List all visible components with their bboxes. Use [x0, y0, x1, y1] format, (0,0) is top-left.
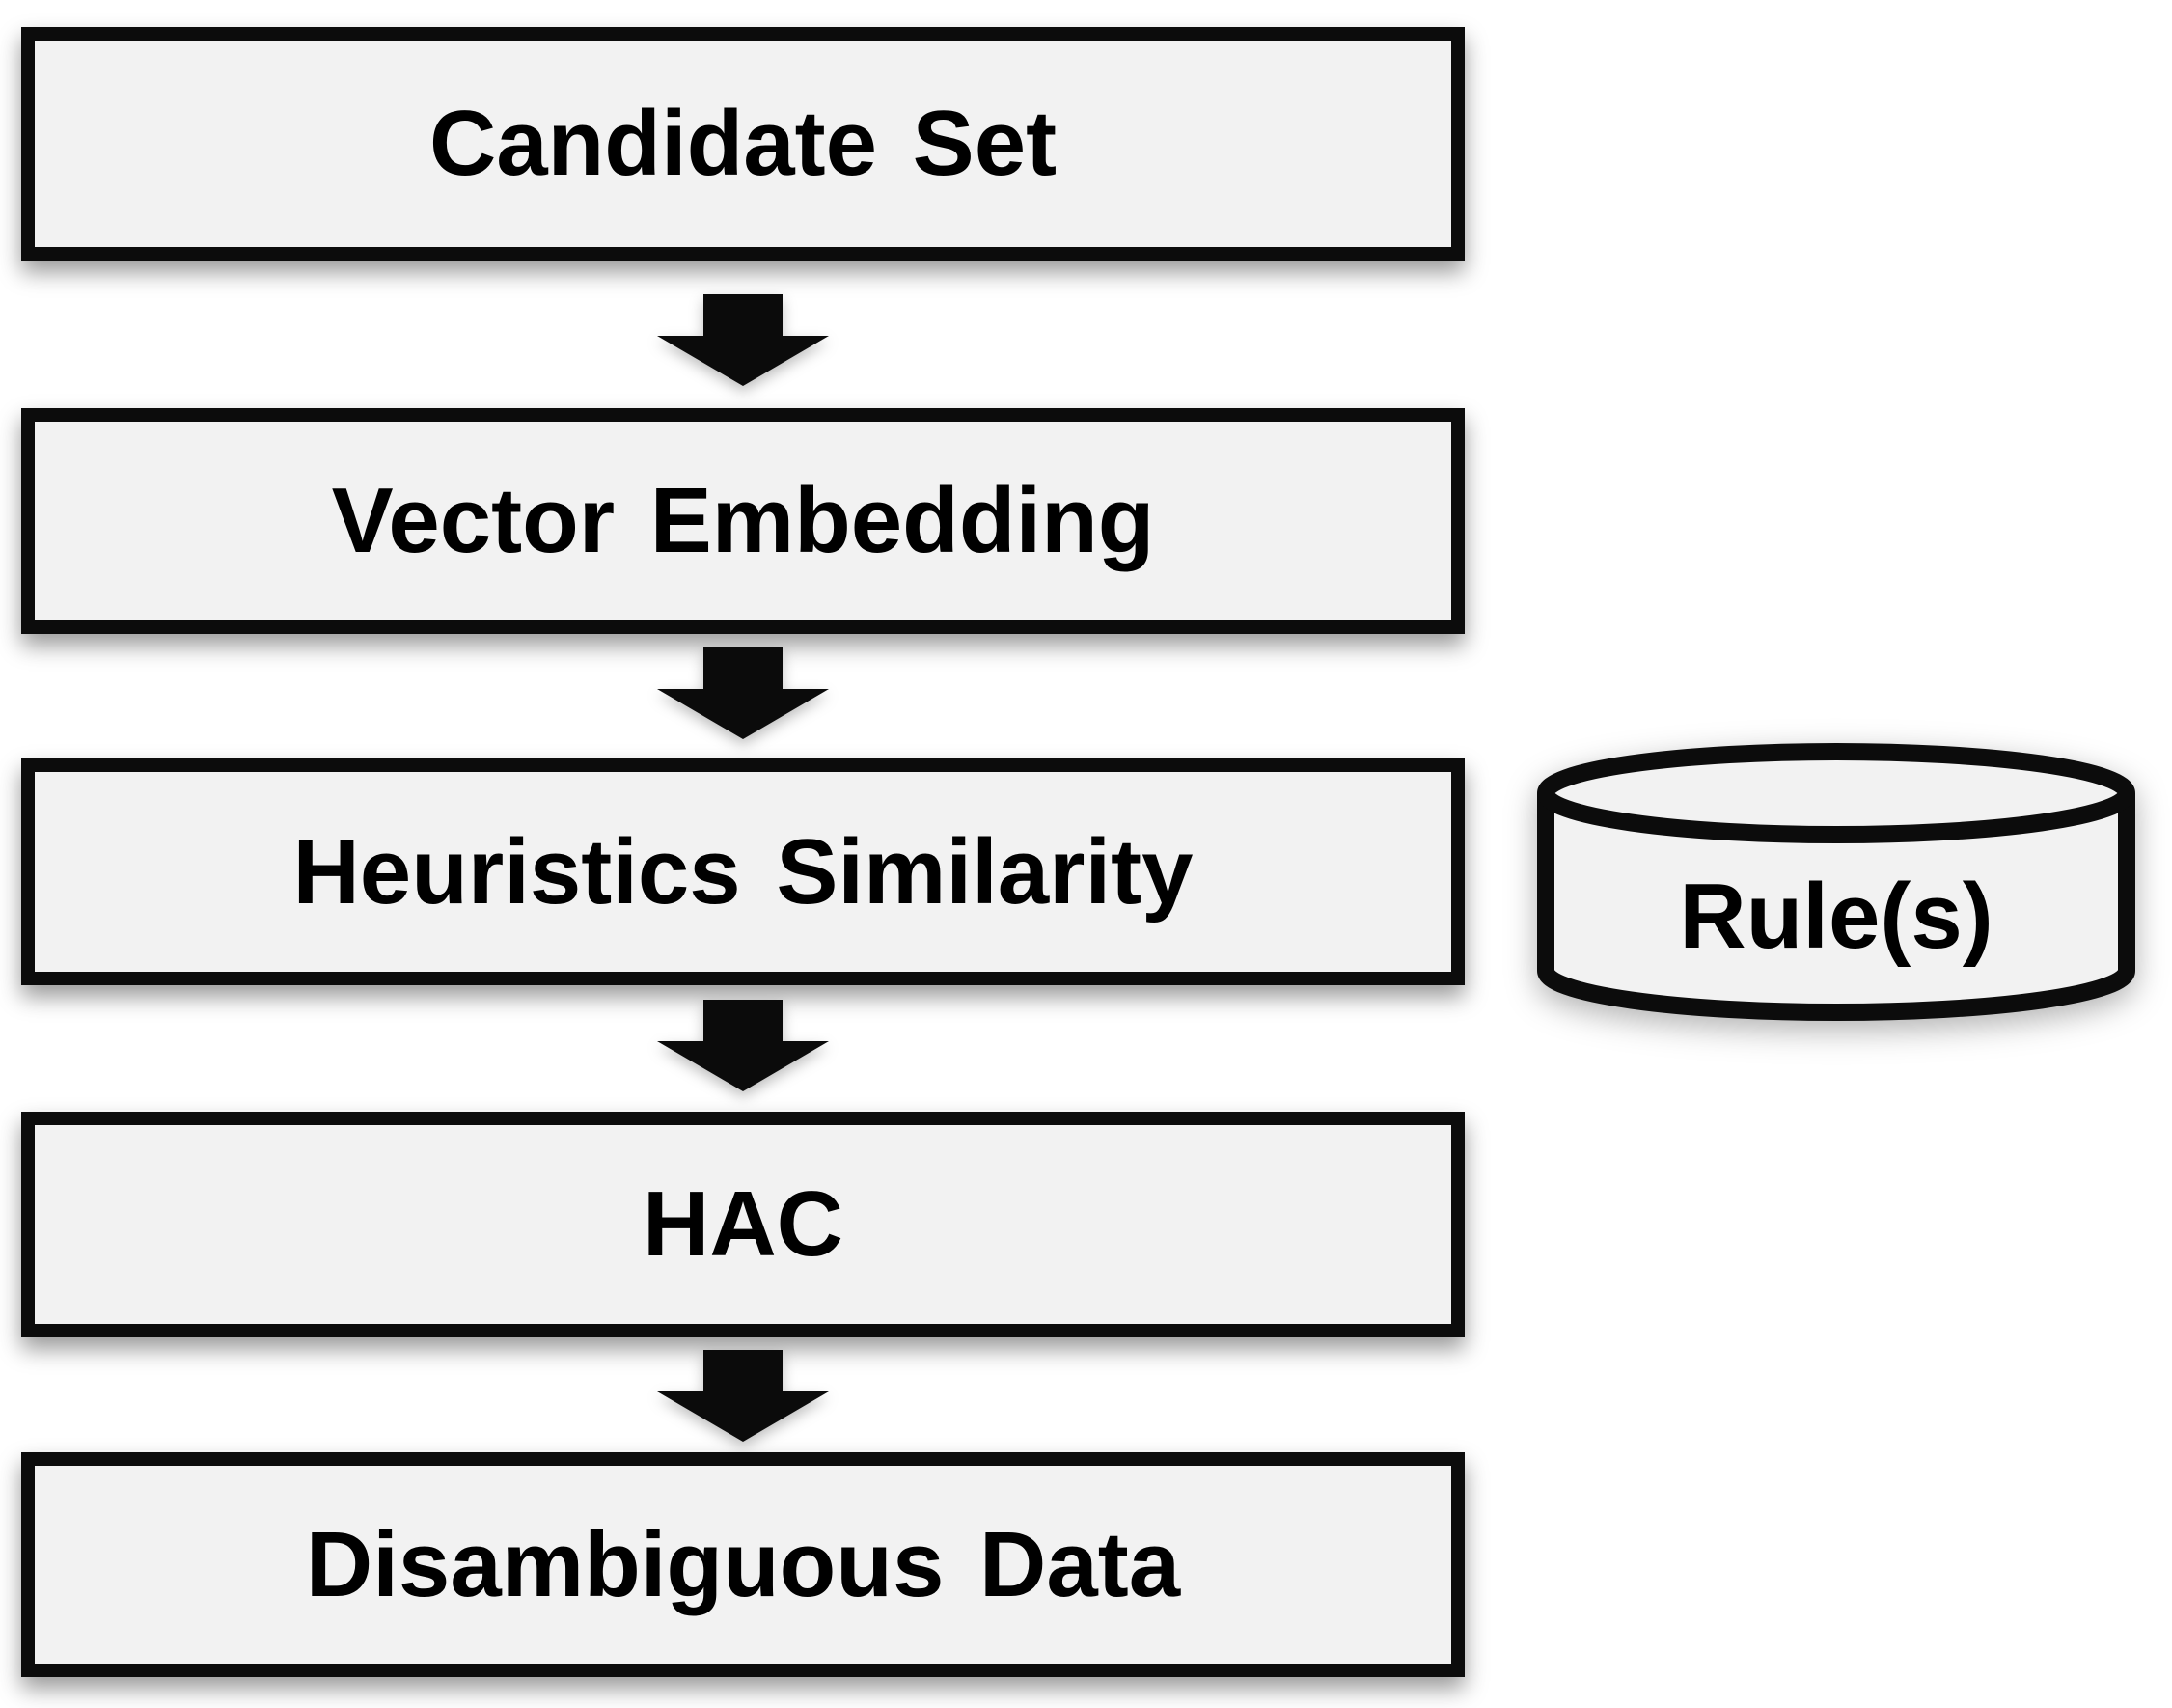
database-label-container: Rule(s)	[1537, 835, 2135, 999]
node-heuristics-similarity-label: Heuristics Similarity	[292, 819, 1194, 923]
node-candidate-set: Candidate Set	[21, 27, 1465, 261]
database-cylinder-rules: Rule(s)	[1537, 743, 2135, 1021]
down-arrow-icon	[657, 1350, 829, 1442]
node-hac-label: HAC	[643, 1172, 843, 1276]
node-vector-embedding: Vector Embedding	[21, 408, 1465, 634]
node-disambiguous-data-label: Disambiguous Data	[305, 1512, 1181, 1616]
node-vector-embedding-label: Vector Embedding	[331, 469, 1155, 572]
node-hac: HAC	[21, 1112, 1465, 1337]
down-arrow-icon	[657, 1000, 829, 1091]
database-cylinder-icon	[1537, 743, 2135, 1021]
database-rules-label: Rule(s)	[1679, 865, 1993, 968]
down-arrow-icon	[657, 294, 829, 386]
node-heuristics-similarity: Heuristics Similarity	[21, 758, 1465, 985]
down-arrow-icon	[657, 647, 829, 739]
node-candidate-set-label: Candidate Set	[428, 92, 1058, 195]
node-disambiguous-data: Disambiguous Data	[21, 1452, 1465, 1677]
